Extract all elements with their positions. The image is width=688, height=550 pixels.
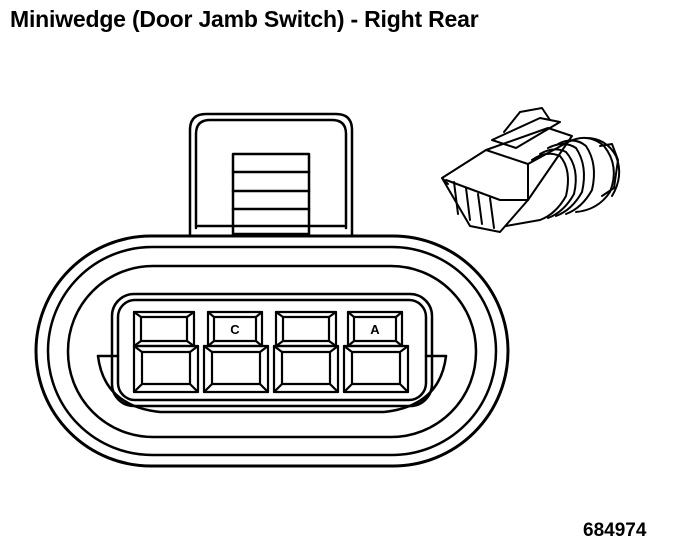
- cavity-label-2: C: [230, 322, 240, 337]
- cavity-2-lower: [202, 344, 270, 394]
- upper-cavities: [132, 310, 404, 348]
- cavity-1-upper: [132, 310, 196, 348]
- connector-latch: [188, 112, 354, 238]
- cavity-4-lower: [342, 344, 410, 394]
- cavity-1-lower: [132, 344, 200, 394]
- cavity-3-lower: [272, 344, 340, 394]
- connector-isometric-view: [441, 107, 621, 233]
- cavity-label-4: A: [370, 322, 380, 337]
- lower-cavities: [132, 344, 410, 394]
- cavity-3-upper: [274, 310, 338, 348]
- diagram-title: Miniwedge (Door Jamb Switch) - Right Rea…: [10, 6, 479, 32]
- figure-number: 684974: [583, 520, 647, 541]
- connector-housing: [34, 234, 510, 468]
- terminal-block: [96, 292, 448, 414]
